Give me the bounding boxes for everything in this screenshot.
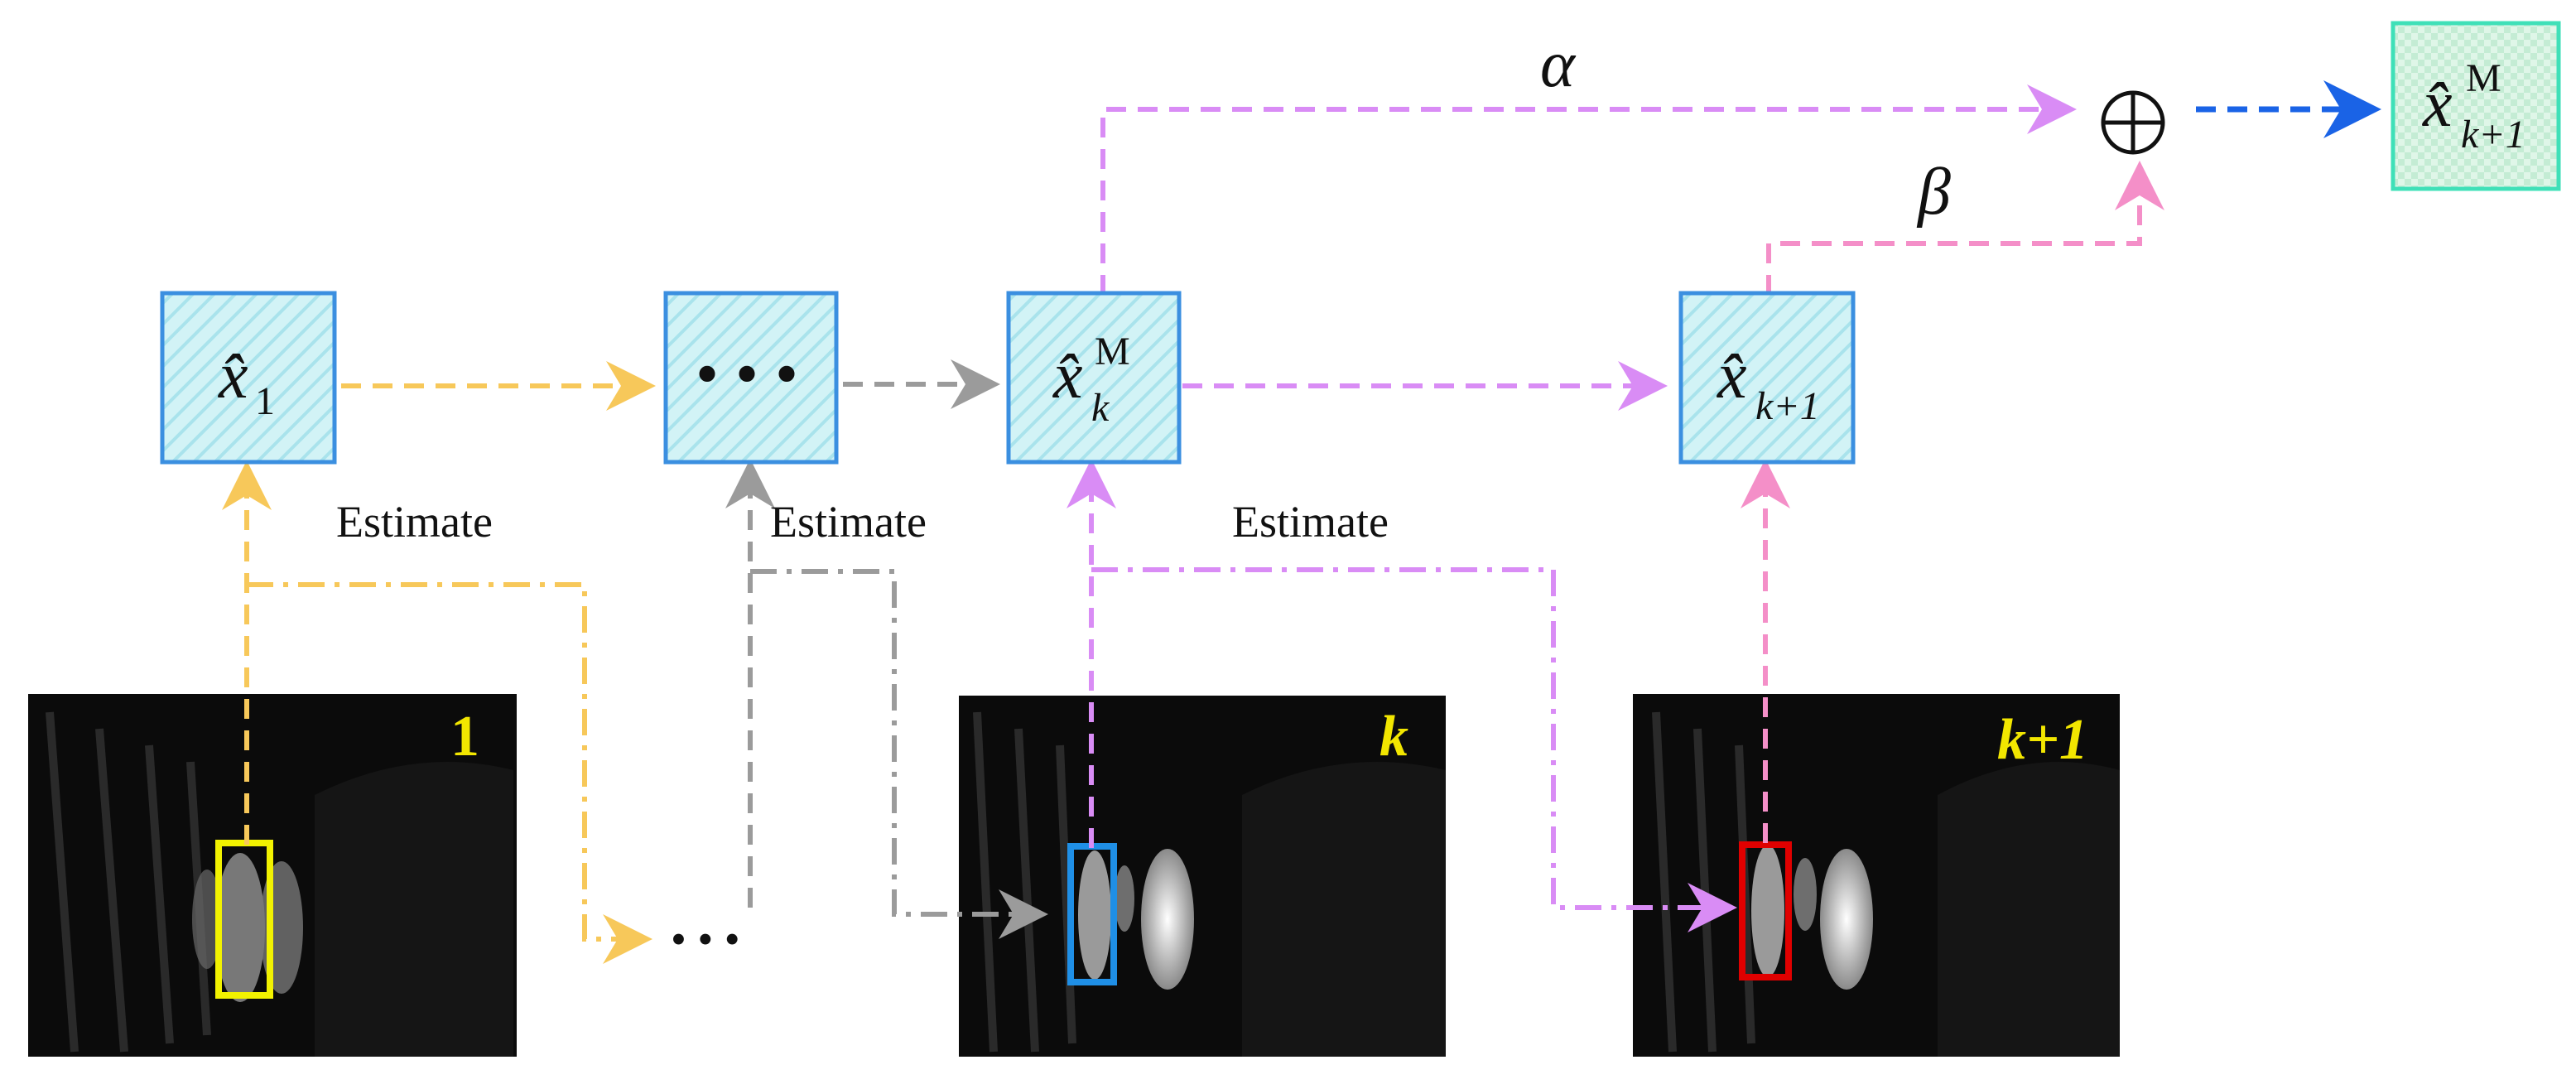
frame-1-label: 1 [450,705,479,768]
state-box-xk1M: x̂ M k+1 [2391,21,2561,191]
estimate-label-2: Estimate [770,497,927,547]
state-box-xk: x̂ M k [1006,291,1182,465]
frame-1: 1 [28,694,517,1057]
xk-subscript: k [1091,386,1110,430]
frame-k1: k+1 [1633,694,2120,1057]
state-box-xk1: x̂ k+1 [1678,291,1856,465]
beta-label: β [1916,156,1951,229]
state-box-dots: • • • [663,291,839,465]
estimate-label-1: Estimate [336,497,493,547]
frame-k-label: k [1379,705,1408,768]
alpha-label: α [1540,28,1577,101]
frame-k: k [959,696,1446,1057]
xk1M-superscript: M [2466,56,2501,100]
x1-subscript: 1 [255,379,275,423]
middle-ellipsis: • • • [671,914,740,964]
svg-text:x̂: x̂ [1717,340,1747,412]
frame-k1-label: k+1 [1997,708,2088,772]
purple-paths [1067,84,2077,932]
state-box-x1: x̂ 1 [160,291,337,465]
bbox-red [1739,841,1792,980]
xk1-subscript: k+1 [1755,384,1820,428]
svg-text:x̂: x̂ [218,340,248,412]
svg-text:x̂: x̂ [1052,340,1083,412]
dots-label: • • • [696,338,798,411]
pink-paths [1741,161,2164,843]
yellow-paths [222,361,656,964]
xk-superscript: M [1095,330,1130,373]
gray-paths [725,359,1048,939]
oplus-operator [2101,90,2165,155]
estimate-label-3: Estimate [1232,497,1389,547]
xk1M-subscript: k+1 [2461,113,2525,157]
svg-text:x̂: x̂ [2422,68,2453,141]
